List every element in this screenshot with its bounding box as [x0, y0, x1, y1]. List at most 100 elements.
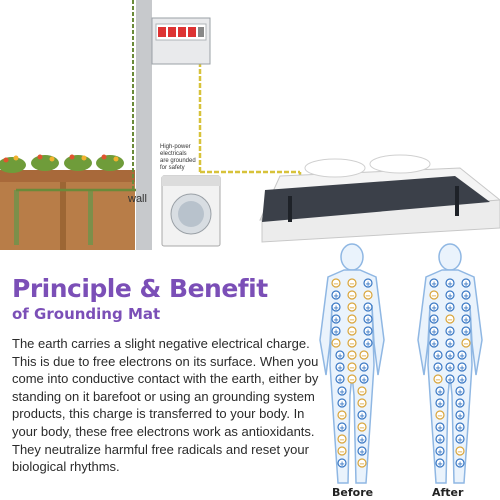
plus-charge-icon	[337, 386, 347, 396]
charge-symbol: −	[339, 448, 345, 456]
charge-symbol: +	[431, 304, 437, 312]
plus-charge-icon	[363, 278, 373, 288]
minus-charge-icon	[433, 374, 443, 384]
minus-charge-icon	[331, 338, 341, 348]
minus-charge-icon	[347, 278, 357, 288]
charge-symbol: −	[339, 412, 345, 420]
charge-symbol: +	[337, 352, 343, 360]
plus-charge-icon	[445, 362, 455, 372]
charge-symbol: −	[457, 448, 463, 456]
plus-charge-icon	[455, 458, 465, 468]
plus-charge-icon	[457, 350, 467, 360]
charge-symbol: +	[431, 316, 437, 324]
charge-symbol: +	[437, 448, 443, 456]
after-label: After	[432, 486, 464, 499]
charge-symbol: −	[437, 412, 443, 420]
charge-symbol: −	[349, 352, 355, 360]
minus-charge-icon	[429, 290, 439, 300]
charge-symbol: +	[359, 448, 365, 456]
charge-symbol: −	[349, 364, 355, 372]
plus-charge-icon	[359, 362, 369, 372]
figure-head	[438, 243, 462, 271]
minus-charge-icon	[359, 350, 369, 360]
charge-symbol: +	[437, 388, 443, 396]
plus-charge-icon	[457, 362, 467, 372]
plus-charge-icon	[337, 422, 347, 432]
minus-charge-icon	[357, 386, 367, 396]
ground-rods	[14, 188, 140, 245]
electrical-panel	[151, 17, 211, 65]
plus-charge-icon	[335, 350, 345, 360]
plus-charge-icon	[429, 302, 439, 312]
charge-symbol: +	[447, 292, 453, 300]
before-label: Before	[332, 486, 374, 499]
plus-charge-icon	[455, 386, 465, 396]
charge-symbol: +	[459, 352, 465, 360]
plus-charge-icon	[331, 326, 341, 336]
minus-charge-icon	[347, 338, 357, 348]
charge-symbol: −	[349, 328, 355, 336]
plus-charge-icon	[363, 314, 373, 324]
minus-charge-icon	[363, 290, 373, 300]
charge-symbol: +	[359, 436, 365, 444]
charge-symbol: +	[361, 376, 367, 384]
charge-symbol: +	[447, 340, 453, 348]
minus-charge-icon	[357, 458, 367, 468]
charge-symbol: −	[349, 292, 355, 300]
wall	[136, 0, 152, 250]
plus-charge-icon	[357, 410, 367, 420]
plus-charge-icon	[455, 434, 465, 444]
charge-symbol: +	[447, 376, 453, 384]
charge-symbol: +	[365, 340, 371, 348]
wall-label: wall	[127, 193, 147, 205]
plus-charge-icon	[445, 338, 455, 348]
plus-charge-icon	[331, 302, 341, 312]
minus-charge-icon	[461, 338, 471, 348]
plus-charge-icon	[363, 338, 373, 348]
plus-charge-icon	[455, 410, 465, 420]
plus-charge-icon	[429, 326, 439, 336]
plus-charge-icon	[429, 338, 439, 348]
plus-charge-icon	[363, 302, 373, 312]
charge-symbol: −	[359, 424, 365, 432]
figure-after: +++−++++++−++++++−++++++−++++++−++++++−+…	[417, 243, 483, 484]
charge-symbol: +	[463, 280, 469, 288]
charge-symbol: +	[457, 460, 463, 468]
minus-charge-icon	[347, 290, 357, 300]
soil-bed	[0, 170, 135, 250]
charge-symbol: +	[447, 328, 453, 336]
page-subtitle: of Grounding Mat	[12, 305, 161, 323]
plus-charge-icon	[331, 314, 341, 324]
charge-symbol: +	[333, 292, 339, 300]
plus-charge-icon	[435, 446, 445, 456]
charge-symbol: +	[463, 316, 469, 324]
grounding-scene: wall High-power electricals are grounded…	[0, 0, 500, 250]
charge-symbol: +	[459, 364, 465, 372]
minus-charge-icon	[337, 446, 347, 456]
plus-charge-icon	[429, 314, 439, 324]
charge-symbol: +	[463, 292, 469, 300]
plus-charge-icon	[445, 350, 455, 360]
charge-symbol: −	[349, 304, 355, 312]
charge-symbol: +	[339, 388, 345, 396]
plus-charge-icon	[461, 314, 471, 324]
charge-symbol: −	[431, 292, 437, 300]
charge-symbol: −	[349, 340, 355, 348]
charge-symbol: +	[463, 304, 469, 312]
figure-before: −−++−−+−++−++−+−−++−−+−++−++−+−−++−−+−++…	[319, 243, 385, 484]
plus-charge-icon	[461, 326, 471, 336]
charge-symbol: +	[339, 460, 345, 468]
plus-charge-icon	[357, 434, 367, 444]
minus-charge-icon	[347, 314, 357, 324]
charge-symbol: +	[457, 388, 463, 396]
plus-charge-icon	[455, 422, 465, 432]
plus-charge-icon	[357, 446, 367, 456]
plus-charge-icon	[433, 350, 443, 360]
minus-charge-icon	[347, 362, 357, 372]
charge-symbol: +	[333, 328, 339, 336]
charge-symbol: +	[365, 304, 371, 312]
plus-charge-icon	[445, 290, 455, 300]
plus-charge-icon	[445, 302, 455, 312]
charge-symbol: +	[337, 364, 343, 372]
plus-charge-icon	[337, 458, 347, 468]
